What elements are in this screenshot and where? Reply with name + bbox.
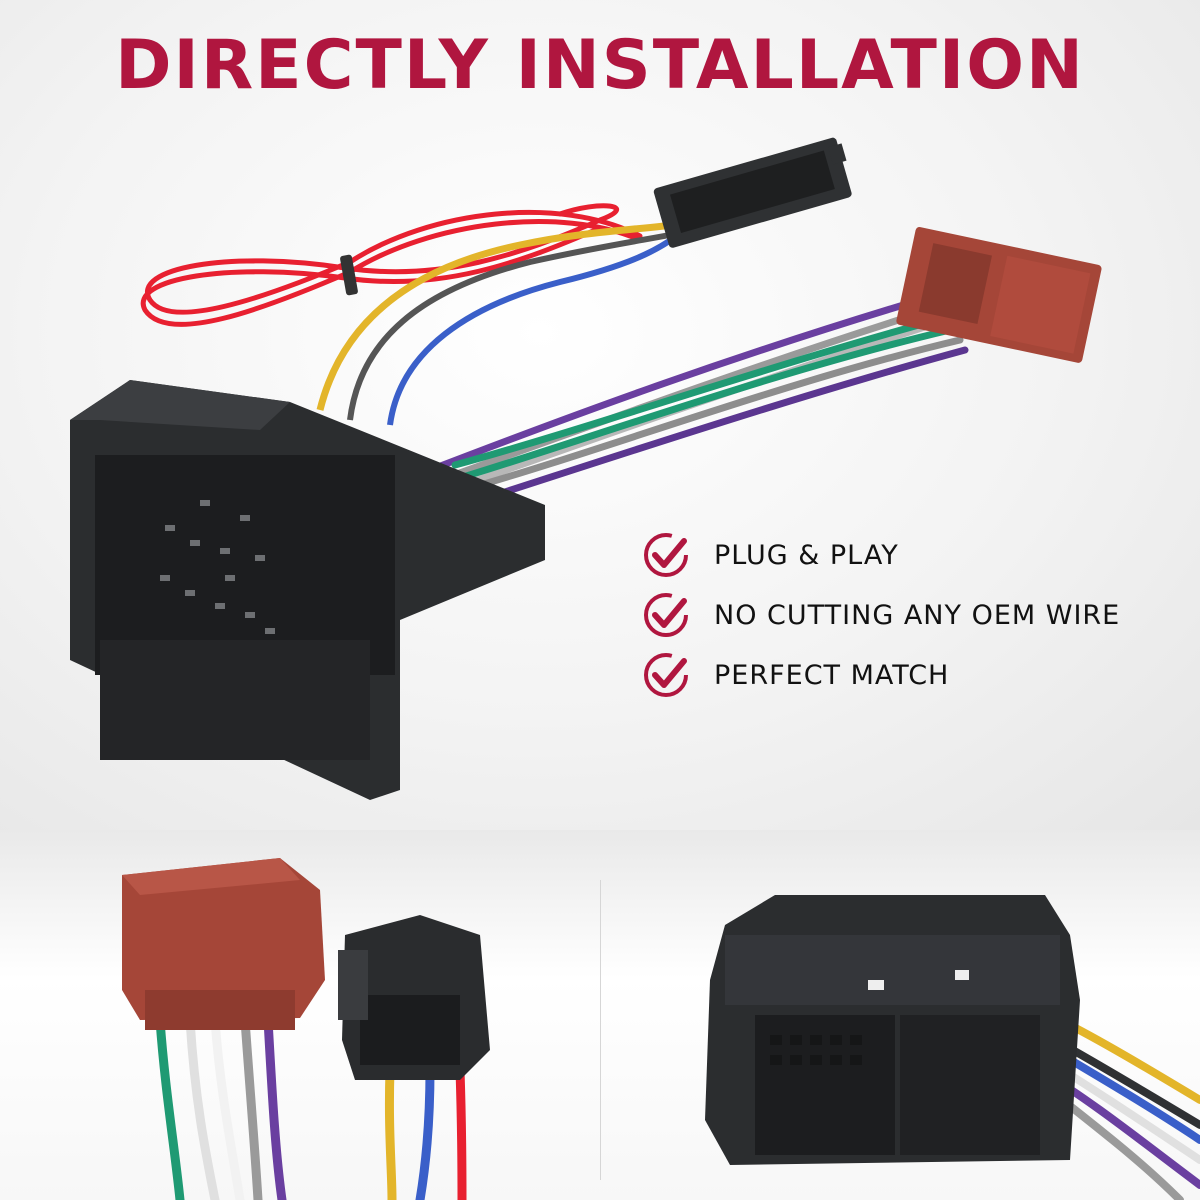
- black-connector-detail: [338, 915, 490, 1080]
- image-divider: [600, 880, 601, 1180]
- feature-list: PLUG & PLAY NO CUTTING ANY OEM WIRE PERF…: [642, 525, 1182, 705]
- feature-label: PERFECT MATCH: [714, 659, 950, 691]
- feature-perfect-match: PERFECT MATCH: [642, 645, 1182, 705]
- large-black-connector: [70, 380, 545, 800]
- iso-connectors-detail-image: [122, 858, 490, 1200]
- oem-connector-detail-image: [705, 895, 1200, 1200]
- feature-label: PLUG & PLAY: [714, 539, 899, 571]
- wiring-harness-image: [70, 137, 1102, 800]
- feature-label: NO CUTTING ANY OEM WIRE: [714, 599, 1121, 631]
- brown-connector-detail: [122, 858, 325, 1030]
- page-title: DIRECTLY INSTALLATION: [115, 26, 1085, 105]
- feature-plug-and-play: PLUG & PLAY: [642, 525, 1182, 585]
- check-icon: [644, 593, 688, 637]
- brown-iso-connector: [896, 226, 1102, 363]
- check-icon: [644, 653, 688, 697]
- small-black-connector: [653, 137, 852, 248]
- feature-no-cutting: NO CUTTING ANY OEM WIRE: [642, 585, 1182, 645]
- red-wire-loop: [140, 203, 643, 327]
- check-icon: [644, 533, 688, 577]
- oem-connector-face: [705, 895, 1080, 1165]
